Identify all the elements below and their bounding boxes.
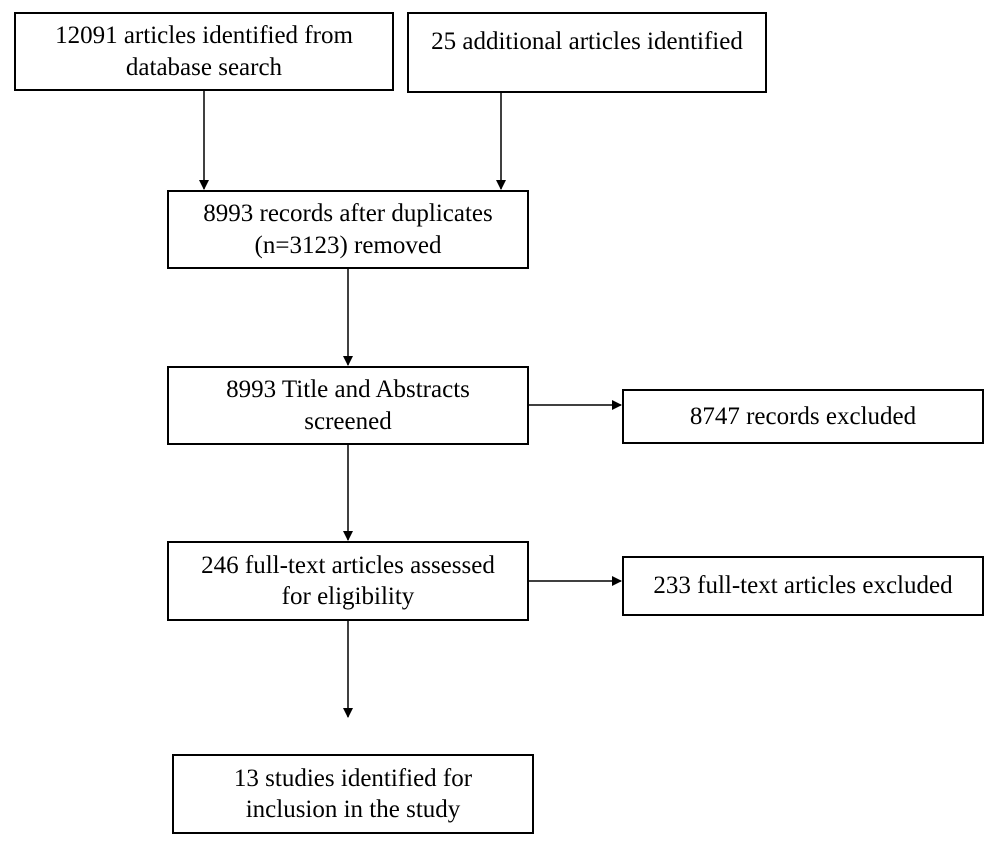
full-text-excluded-line1: 233 full-text articles excluded [653,572,953,600]
database-search-box: 12091 articles identified from database … [14,12,394,91]
studies-included-line2: inclusion in the study [245,796,461,823]
studies-included-line1: 13 studies identified for [233,764,473,792]
full-text-assessed-box: 246 full-text articles assessed for elig… [167,541,529,621]
studies-included-box: 13 studies identified for inclusion in t… [172,754,534,834]
after-duplicates-line2: (n=3123) removed [254,231,442,259]
database-search-line2: database search [125,53,283,81]
screened-box: 8993 Title and Abstracts screened [167,366,529,445]
screened-line2: screened [304,407,392,435]
database-search-line1: 12091 articles identified from [55,22,353,50]
full-text-assessed-line1: 246 full-text articles assessed [201,551,495,579]
additional-articles-box: 25 additional articles identified [407,12,767,93]
records-excluded-line1: 8747 records excluded [689,402,917,430]
full-text-excluded-box: 233 full-text articles excluded [622,556,984,616]
full-text-assessed-line2: for eligibility [281,583,415,610]
after-duplicates-line1: 8993 records after duplicates [203,200,493,228]
additional-articles-line1: 25 additional articles identified [431,28,743,55]
records-excluded-box: 8747 records excluded [622,389,984,444]
screened-line1: 8993 Title and Abstracts [226,376,470,404]
after-duplicates-box: 8993 records after duplicates (n=3123) r… [167,190,529,269]
